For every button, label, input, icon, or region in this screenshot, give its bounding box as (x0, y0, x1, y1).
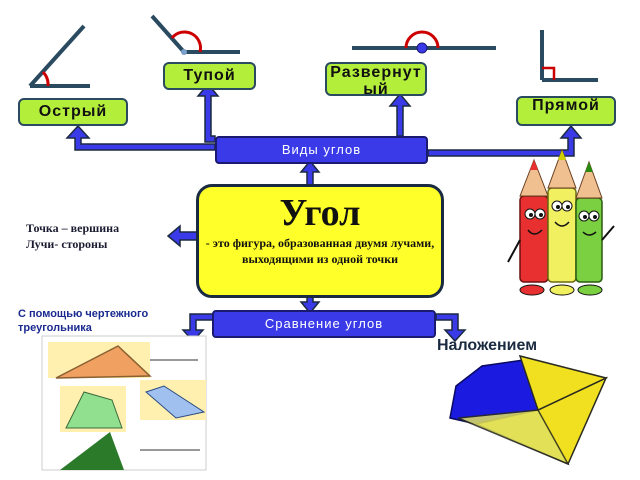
label-right-text: Прямой (532, 97, 600, 114)
connector-to-obtuse (196, 82, 220, 143)
kinds-header: Виды углов (215, 136, 428, 164)
parts-note: Точка – вершина Лучи- стороны (26, 220, 166, 252)
label-acute-text: Острый (38, 103, 108, 120)
parts-vertex: Точка – вершина (26, 221, 120, 235)
connector-to-straight (388, 92, 412, 137)
label-acute: Острый (18, 98, 128, 126)
connector-center-to-kinds (299, 159, 321, 187)
label-obtuse-text: Тупой (183, 67, 236, 84)
definition-text: - это фигура, образованная двумя лучами,… (205, 236, 435, 266)
parts-sides: Лучи- стороны (26, 237, 108, 251)
connector-to-acute (65, 124, 216, 151)
overlay-picture (449, 354, 609, 466)
method-overlay: Наложением (437, 337, 538, 354)
connector-center-to-parts (166, 224, 199, 248)
pencils-illustration (507, 148, 615, 296)
obtuse-angle-drawing (150, 14, 240, 55)
acute-angle-drawing (28, 24, 90, 88)
straight-angle-drawing (352, 30, 496, 54)
method-triangle: С помощью чертежного треугольника (18, 308, 149, 334)
label-straight: Развернутый (325, 62, 427, 98)
label-obtuse: Тупой (163, 62, 256, 90)
definition-box: Угол - это фигура, образованная двумя лу… (196, 184, 444, 298)
drafting-triangle-picture (41, 335, 207, 471)
comparison-header-text: Сравнение углов (264, 316, 384, 331)
connector-to-overlay-method (435, 313, 467, 343)
label-right: Прямой (516, 96, 616, 126)
connector-to-right (427, 124, 583, 157)
label-straight-text: Развернутый (330, 64, 422, 98)
definition-title: Угол (279, 192, 361, 234)
right-angle-drawing (540, 30, 598, 82)
comparison-header: Сравнение углов (212, 310, 436, 338)
kinds-header-text: Виды углов (281, 142, 362, 157)
